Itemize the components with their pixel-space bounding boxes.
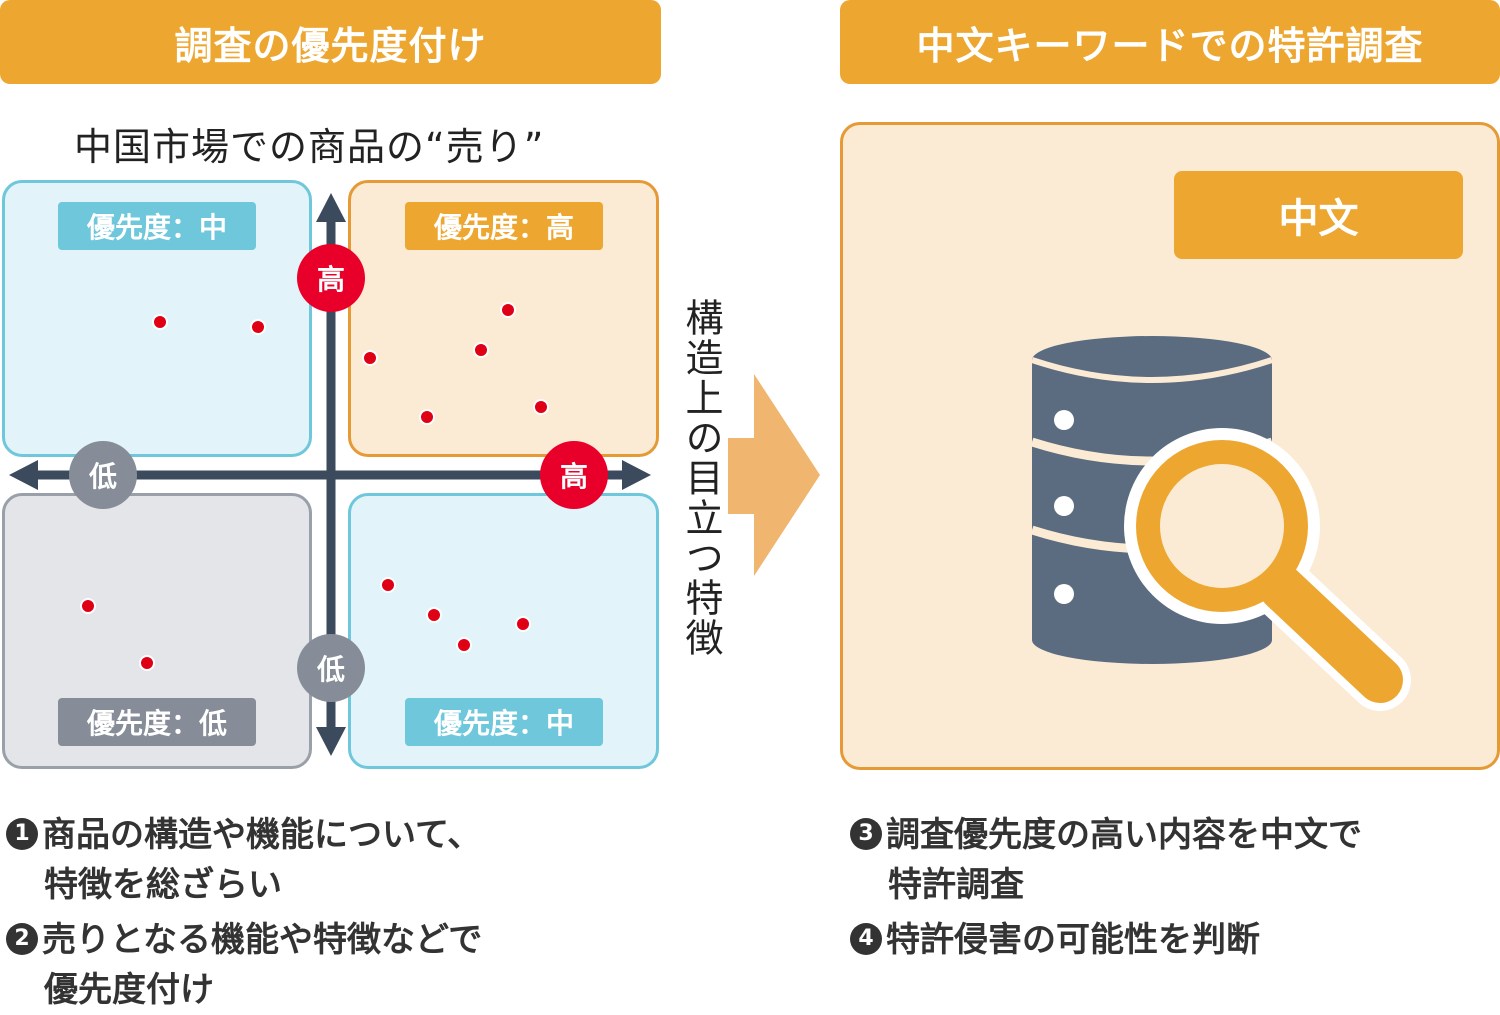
right-panel-header: 中文キーワードでの特許調査: [840, 0, 1500, 84]
data-point: [250, 319, 266, 335]
y-axis-high-marker: 高: [297, 244, 365, 312]
data-point: [380, 577, 396, 593]
database-search-icon: [1030, 336, 1411, 711]
data-point: [515, 616, 531, 632]
top-axis-label: 中国市場での商品の“売り”: [74, 125, 545, 169]
data-point: [419, 409, 435, 425]
priority-badge-top-left: 優先度：中: [58, 202, 256, 250]
x-axis-high-marker: 高: [540, 441, 608, 509]
step-number-2: 2: [6, 922, 38, 955]
step-1-line1: 商品の構造や機能について、: [42, 815, 482, 855]
step-1-line2: 特徴を総ざらい: [44, 865, 282, 905]
data-point: [152, 314, 168, 330]
step-2-line1: 売りとなる機能や特徴などで: [42, 920, 483, 960]
data-point: [139, 655, 155, 671]
y-axis-arrow-down: [316, 727, 346, 756]
data-point: [80, 598, 96, 614]
y-axis-arrow-up: [316, 193, 346, 222]
data-point: [426, 607, 442, 623]
x-axis-low-marker: 低: [69, 441, 137, 509]
y-axis-low-marker: 低: [297, 634, 365, 702]
language-badge: 中文: [1174, 171, 1463, 259]
data-point: [533, 399, 549, 415]
data-point: [362, 350, 378, 366]
right-panel-header-text: 中文キーワードでの特許調査: [916, 23, 1424, 68]
priority-badge-top-right: 優先度：高: [405, 202, 603, 250]
side-axis-label: 構造上の目立つ特徴: [679, 298, 723, 658]
step-3-line1: 調査優先度の高い内容を中文で: [886, 815, 1362, 855]
left-panel-header: 調査の優先度付け: [0, 0, 661, 84]
step-4-line1: 特許侵害の可能性を判断: [886, 920, 1260, 960]
data-point: [500, 302, 516, 318]
step-number-3: 3: [850, 817, 882, 850]
left-panel-header-text: 調査の優先度付け: [174, 23, 487, 68]
x-axis-arrow-left: [9, 460, 38, 490]
step-number-4: 4: [850, 922, 882, 955]
data-point: [456, 637, 472, 653]
priority-badge-bottom-right: 優先度：中: [405, 698, 603, 746]
step-3-line2: 特許調査: [888, 865, 1024, 905]
x-axis-arrow-right: [622, 460, 651, 490]
step-2-line2: 優先度付け: [44, 970, 214, 1010]
flow-arrow-icon: [728, 374, 820, 576]
step-number-1: 1: [6, 817, 38, 850]
priority-badge-bottom-left: 優先度：低: [58, 698, 256, 746]
data-point: [473, 342, 489, 358]
